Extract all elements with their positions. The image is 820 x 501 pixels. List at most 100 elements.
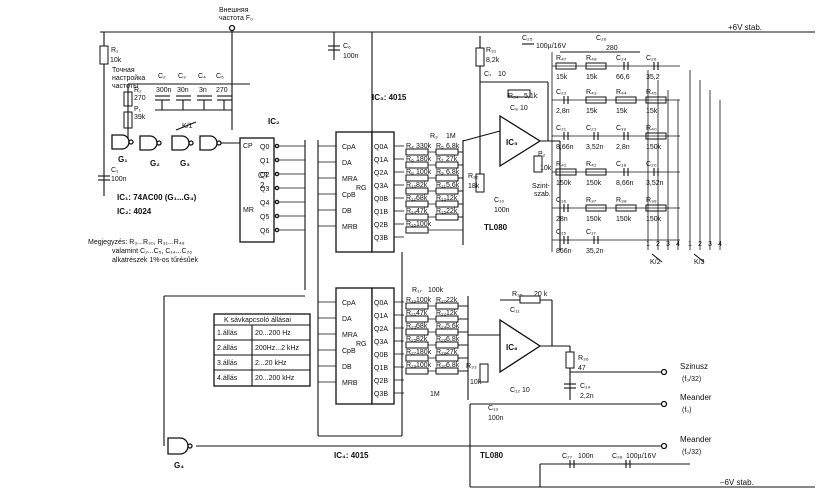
c12-label: C₁₂: [510, 387, 520, 394]
c28-label: C₂₈: [612, 453, 623, 460]
g3-label: G₃: [180, 159, 190, 168]
r17-label: R₁₇: [412, 287, 422, 294]
ic4-label: IC₄: 4015: [334, 451, 369, 460]
ladder-label: R₅: [436, 143, 444, 150]
ic2-label: IC₂: [268, 117, 280, 126]
ic2-ct-number: 2: [260, 181, 265, 190]
ext-freq-label-2: частота F₀: [219, 15, 253, 22]
ladder-value: 6,8k: [446, 169, 460, 176]
ic4-pin-mra: MRA: [342, 332, 358, 339]
ladder-label: R₂₃: [406, 323, 417, 330]
c11-label: C₁₁: [510, 307, 520, 314]
ic4-pin-q3a: Q3A: [374, 339, 388, 346]
ladder-value: 12k: [446, 195, 458, 202]
c10-value: 100n: [494, 207, 510, 214]
c5-label: C₅: [216, 73, 224, 80]
c27-value: 100n: [578, 453, 594, 460]
ic4-pin-q0a: Q0A: [374, 300, 388, 307]
p2-value: 10k: [540, 165, 552, 172]
ic2-pin-q6: Q6: [260, 228, 269, 235]
ic2-out-bubble: [274, 171, 280, 177]
c26a-label: C₂₆: [596, 35, 607, 42]
c6-value: 100n: [343, 53, 359, 60]
c12-value: 10: [522, 387, 530, 394]
c8-value: 10: [520, 105, 528, 112]
ic3-pin-q1b: Q1B: [374, 209, 388, 216]
gate-g4: [167, 437, 193, 455]
filter-label: C₁₅: [556, 229, 566, 236]
meander2-terminal: [660, 442, 668, 450]
r32-resistor: [475, 173, 485, 193]
r36-resistor: [565, 351, 575, 369]
ladder-value: 6,8k: [446, 362, 460, 369]
c26a-value: 280: [606, 45, 618, 52]
ladder-value: 5,6k: [446, 323, 460, 330]
c8-label: C₈: [510, 105, 518, 112]
ic5-opamp: [499, 114, 542, 168]
range-table-header: K sávkapcsoló állásai: [224, 317, 291, 324]
switch-k2-label: K/2: [650, 259, 661, 266]
filter-label: R₄₈: [586, 55, 597, 62]
range-row-2-range: 200Hz...2 kHz: [255, 345, 299, 352]
ladder-label: R₂₂: [436, 310, 447, 317]
filter-value: 8,66n: [556, 144, 574, 151]
filter-value: 35,2: [646, 74, 660, 81]
filter-label: R₃₉: [646, 197, 657, 204]
switch-k1-label: K/1: [182, 123, 193, 130]
ic3-pin-da: DA: [342, 160, 352, 167]
fine-tune-label-1: Точная: [112, 67, 135, 74]
ic3-output-block: [371, 131, 395, 253]
ic2-out-bubble: [274, 143, 280, 149]
ladder-value: 82k: [416, 336, 428, 343]
ladder-value: 180k: [416, 156, 432, 163]
ladder-value: 47k: [416, 208, 428, 215]
ic3-label: IC₃: 4015: [372, 93, 407, 102]
ic2-pin-q1: Q1: [260, 158, 269, 165]
ic2-out-bubble: [274, 185, 280, 191]
ic5-in: [462, 130, 501, 142]
range-row-4-pos: 4.állás: [217, 375, 238, 382]
r31-resistor: [475, 47, 485, 67]
r32-label: R₃₂: [468, 173, 479, 180]
ic4-pin-mrb: MRB: [342, 380, 358, 387]
r34-value: 5,1k: [524, 93, 538, 100]
switch-k1: [175, 121, 197, 131]
ic4-output-block: [371, 287, 395, 405]
filter-label: C₂₄: [616, 55, 627, 62]
gate-g3: [171, 135, 194, 151]
ladder-label: R₂₈: [436, 349, 447, 356]
range-row-4-range: 20...200 kHz: [255, 375, 295, 382]
r31-value: 8,2k: [486, 57, 500, 64]
r35-value: 20 k: [534, 291, 548, 298]
r1-label: R₁: [111, 47, 119, 54]
filter-network: R₄₇15kR₄₈15kC₂₄66,6C₂₆35,2C₂₂2,8nR₄₃15kR…: [551, 52, 680, 255]
cap-bank-plates: [155, 95, 232, 111]
ic3-pin-mrb: MRB: [342, 224, 358, 231]
ladder-label: R₉: [436, 169, 444, 176]
c13-value: 100n: [488, 415, 504, 422]
r35-resistor: [519, 295, 541, 304]
ic2-pin-q4: Q4: [260, 200, 269, 207]
ic4-pin-q1b: Q1B: [374, 365, 388, 372]
switch-k3-label: K/3: [694, 259, 705, 266]
r1-value: 10k: [110, 57, 122, 64]
ic3-pin-q2a: Q2A: [374, 170, 388, 177]
ladder-value: 22k: [446, 297, 458, 304]
ladder-value: 27k: [446, 349, 458, 356]
gate-g1: [111, 134, 134, 150]
c25-value: 100µ/16V: [536, 43, 566, 50]
c3-label: C₃: [178, 73, 186, 80]
filter-value: 15k: [646, 108, 658, 115]
sine-level-label-2: szab.: [534, 191, 551, 198]
filter-value: 15k: [586, 108, 598, 115]
ladder-label: R₂₀: [436, 297, 447, 304]
filter-value: 15k: [616, 108, 628, 115]
r36-value: 47: [578, 365, 586, 372]
ladder-value: 100k: [416, 297, 432, 304]
filter-value: 15k: [556, 74, 568, 81]
c25-label: C₂₅: [522, 35, 533, 42]
